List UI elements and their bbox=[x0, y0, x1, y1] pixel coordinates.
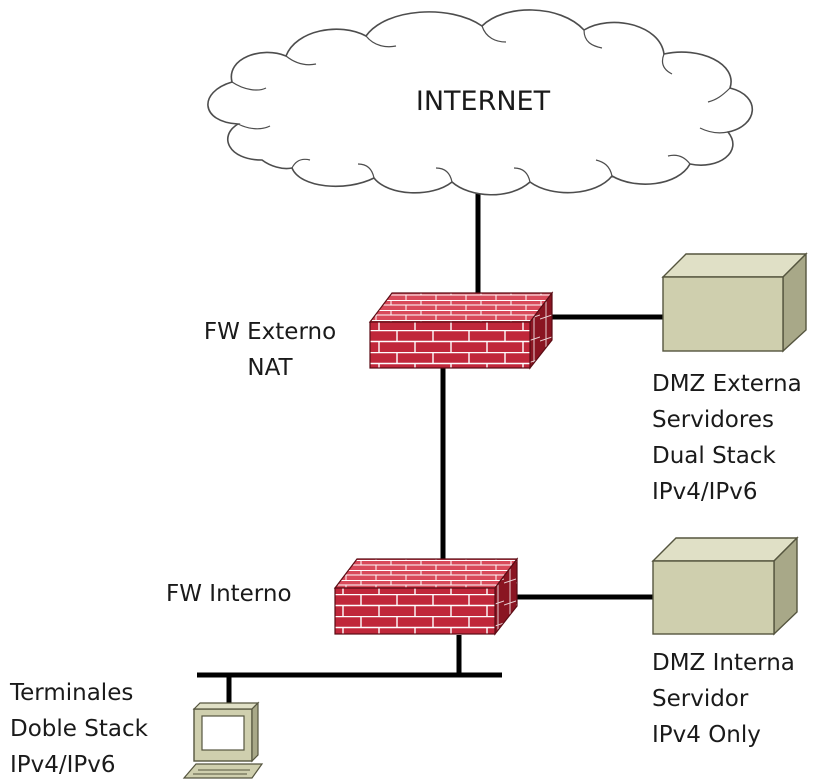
dmz-interna-line-1: DMZ Interna bbox=[652, 650, 795, 676]
fw-externo-line-2: NAT bbox=[247, 355, 293, 381]
fw-externo-label: FW Externo NAT bbox=[170, 314, 370, 386]
dmz-interna-label: DMZ Interna Servidor IPv4 Only bbox=[652, 645, 795, 753]
fw-interno-line-1: FW Interno bbox=[166, 581, 292, 607]
computer-icon bbox=[182, 701, 264, 779]
server-icon bbox=[661, 252, 808, 353]
dmz-externa-line-1: DMZ Externa bbox=[652, 371, 802, 397]
dmz-externa-line-2: Servidores bbox=[652, 407, 774, 433]
dmz-interna-line-2: Servidor bbox=[652, 686, 749, 712]
firewall-icon bbox=[368, 291, 554, 370]
internet-label-text: INTERNET bbox=[415, 86, 551, 117]
dmz-interna-line-3: IPv4 Only bbox=[652, 722, 761, 748]
terminales-line-1: Terminales bbox=[10, 680, 134, 706]
terminales-line-3: IPv4/IPv6 bbox=[10, 752, 116, 778]
terminales-line-2: Doble Stack bbox=[10, 716, 148, 742]
links bbox=[197, 185, 663, 708]
internet-label: INTERNET bbox=[383, 84, 583, 120]
server-icon bbox=[651, 536, 799, 636]
dmz-externa-line-4: IPv4/IPv6 bbox=[652, 479, 758, 505]
fw-externo-line-1: FW Externo bbox=[203, 319, 337, 345]
dmz-externa-label: DMZ Externa Servidores Dual Stack IPv4/I… bbox=[652, 366, 802, 510]
fw-interno-label: FW Interno bbox=[166, 576, 292, 612]
firewall-icon bbox=[333, 557, 519, 636]
terminales-label: Terminales Doble Stack IPv4/IPv6 bbox=[10, 675, 148, 783]
dmz-externa-line-3: Dual Stack bbox=[652, 443, 776, 469]
cloud-icon bbox=[207, 9, 754, 196]
